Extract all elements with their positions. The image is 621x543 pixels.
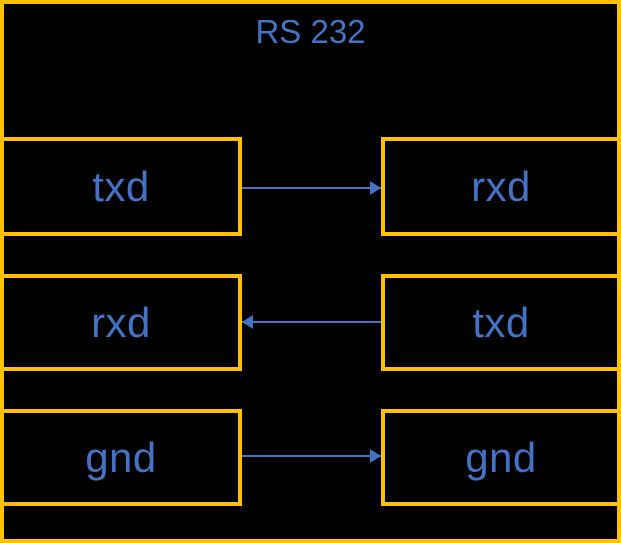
left-box-rxd: rxd: [0, 274, 242, 371]
arrow-shaft: [242, 455, 381, 457]
arrow-shaft: [242, 321, 381, 323]
left-box-gnd: gnd: [0, 409, 242, 506]
arrow-left-icon: [242, 315, 381, 329]
box-label: gnd: [85, 433, 157, 481]
box-label: txd: [92, 162, 150, 210]
box-label: txd: [472, 298, 530, 346]
arrow-shaft: [242, 187, 381, 189]
right-box-txd: txd: [381, 274, 621, 371]
arrow-right-icon: [242, 449, 381, 463]
right-box-rxd: rxd: [381, 137, 621, 236]
left-box-txd: txd: [0, 137, 242, 236]
box-label: rxd: [471, 162, 531, 210]
right-box-gnd: gnd: [381, 409, 621, 506]
diagram-title: RS 232: [255, 13, 366, 50]
arrow-right-icon: [242, 181, 381, 195]
box-label: gnd: [465, 433, 537, 481]
box-label: rxd: [91, 298, 151, 346]
